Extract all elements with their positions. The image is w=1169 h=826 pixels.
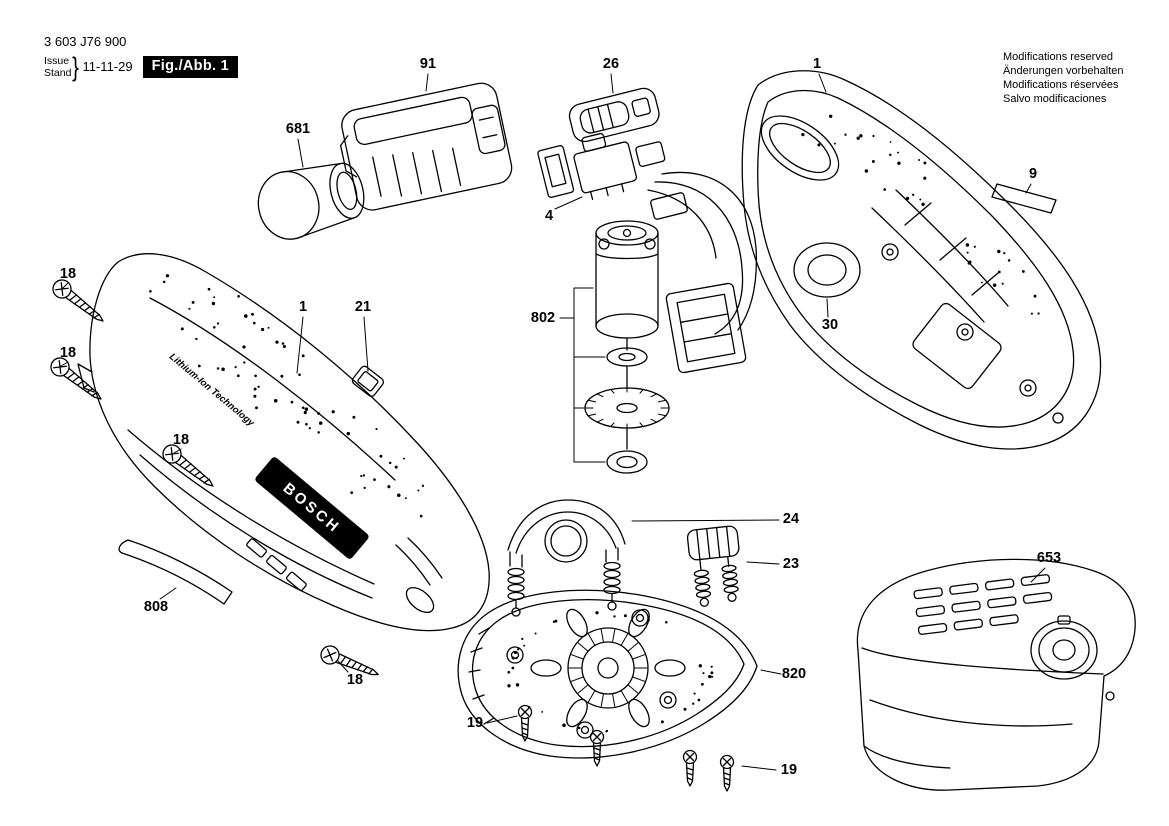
switch-drawing bbox=[537, 132, 666, 201]
modification-notes: Modifications reserved Änderungen vorbeh… bbox=[1003, 50, 1123, 106]
callout-labels: 91 26 1 681 9 4 802 30 1 21 18 18 18 18 … bbox=[60, 56, 1061, 778]
stand-label: Stand bbox=[44, 66, 72, 79]
brace-glyph: } bbox=[72, 51, 80, 82]
sanding-plate-drawing bbox=[457, 589, 758, 759]
note-line-fr: Modifications réservées bbox=[1003, 79, 1119, 92]
seal-ring-drawing bbox=[793, 242, 861, 298]
housing-screw bbox=[158, 440, 220, 494]
dust-nozzle-drawing bbox=[257, 162, 365, 240]
leader-lines bbox=[60, 73, 1046, 771]
callout-18-b: 18 bbox=[60, 345, 76, 361]
note-line-en: Modifications reserved bbox=[1003, 51, 1114, 63]
note-line-es: Salvo modificaciones bbox=[1003, 93, 1107, 106]
strip-right-drawing bbox=[991, 183, 1057, 214]
clamp-front-drawing bbox=[507, 499, 626, 617]
housing-screw bbox=[48, 275, 110, 329]
callout-653: 653 bbox=[1037, 550, 1061, 566]
callout-91: 91 bbox=[420, 56, 436, 72]
texture-speckles bbox=[149, 114, 1040, 733]
housing-right-drawing bbox=[741, 70, 1102, 450]
callout-9: 9 bbox=[1029, 166, 1037, 182]
callout-19-b: 19 bbox=[781, 762, 797, 778]
strip-left-drawing bbox=[118, 539, 233, 605]
callout-23: 23 bbox=[783, 556, 799, 572]
callout-21: 21 bbox=[355, 299, 371, 315]
callout-18-c: 18 bbox=[173, 432, 189, 448]
note-line-de: Änderungen vorbehalten bbox=[1003, 65, 1124, 78]
callout-24: 24 bbox=[783, 511, 799, 527]
callout-820: 820 bbox=[782, 666, 806, 682]
callout-1-left: 1 bbox=[299, 299, 307, 315]
wiring-drawing bbox=[647, 171, 758, 335]
header-block: 3 603 J76 900 Issue Stand } 11-11-29 Fig… bbox=[44, 34, 239, 83]
part-number: 3 603 J76 900 bbox=[44, 34, 127, 49]
plate-screw bbox=[589, 729, 605, 767]
housing-screw bbox=[46, 353, 108, 407]
motor-drawing bbox=[584, 220, 670, 474]
clamp-rear-drawing bbox=[686, 525, 740, 607]
stator-drawing bbox=[665, 282, 747, 374]
callout-19-a: 19 bbox=[467, 715, 483, 731]
plate-screw bbox=[719, 754, 735, 792]
callout-681: 681 bbox=[286, 121, 310, 137]
issue-stand-labels: Issue Stand bbox=[44, 55, 71, 79]
plate-screw bbox=[682, 749, 698, 787]
issue-label: Issue bbox=[44, 54, 70, 67]
callout-1-right: 1 bbox=[813, 56, 821, 72]
callout-30: 30 bbox=[822, 317, 838, 333]
issue-row: Issue Stand } 11-11-29 Fig./Abb. 1 bbox=[44, 51, 239, 83]
callout-808: 808 bbox=[144, 599, 168, 615]
figure-badge: Fig./Abb. 1 bbox=[142, 55, 239, 78]
callout-26: 26 bbox=[603, 56, 619, 72]
callout-18-d: 18 bbox=[347, 672, 363, 688]
callout-18-a: 18 bbox=[60, 266, 76, 282]
slider-drawing bbox=[351, 365, 385, 397]
motor-bracket-leader bbox=[559, 287, 606, 463]
housing-left-drawing: BOSCH Lithium-Ion Technology bbox=[77, 253, 490, 632]
charger-drawing bbox=[856, 558, 1136, 791]
battery-pack-drawing bbox=[339, 82, 513, 211]
callout-4: 4 bbox=[545, 208, 553, 224]
issue-date: 11-11-29 bbox=[82, 58, 133, 74]
callout-802: 802 bbox=[531, 310, 555, 326]
switch-cover-drawing bbox=[568, 87, 660, 143]
